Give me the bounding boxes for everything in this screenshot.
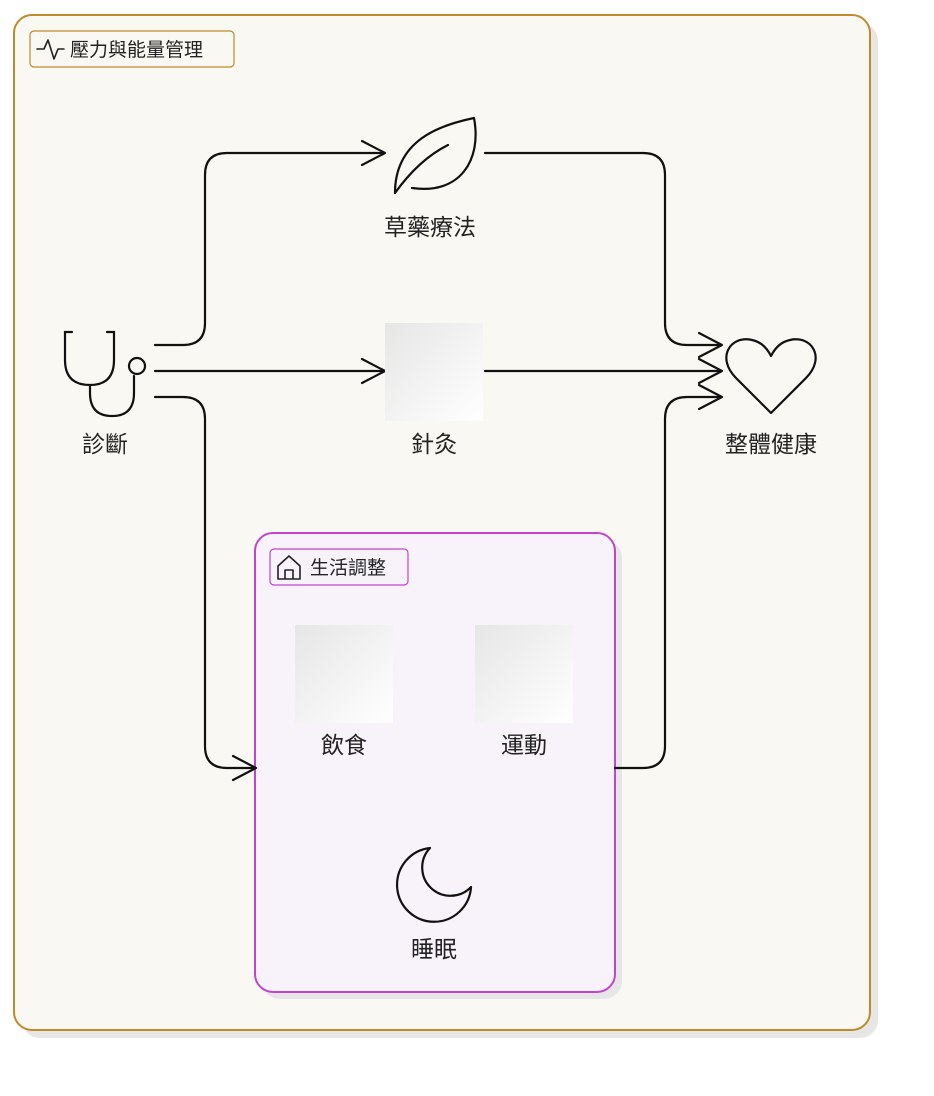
image-placeholder (385, 323, 483, 421)
edge-herbal-health (483, 151, 722, 347)
node-health-label: 整體健康 (725, 432, 817, 458)
node-exercise: 運動 (475, 625, 573, 759)
arrowhead (231, 754, 258, 782)
inner-group-title-badge: 生活調整 (269, 548, 409, 586)
node-diagnosis: 診斷 (63, 330, 147, 458)
inner-group-title: 生活調整 (310, 557, 386, 579)
node-sleep: 睡眠 (395, 846, 473, 963)
inner-group: 生活調整 (254, 532, 622, 999)
node-diet: 飲食 (295, 625, 393, 759)
leaf-icon (393, 116, 477, 195)
edge-diagnosis-lifestyle (153, 395, 257, 770)
node-diagnosis-label: 診斷 (82, 432, 128, 458)
arrowhead (697, 383, 724, 411)
home-icon (277, 555, 301, 580)
node-acupuncture: 針灸 (385, 323, 483, 458)
node-acupuncture-label: 針灸 (411, 432, 457, 458)
node-herbal-label: 草藥療法 (384, 215, 476, 241)
heart-icon (725, 338, 817, 415)
stethoscope-icon (63, 330, 147, 418)
edges (153, 139, 724, 782)
arrowhead (697, 357, 724, 385)
node-herbal: 草藥療法 (384, 116, 477, 241)
outer-group-title-badge: 壓力與能量管理 (29, 30, 235, 68)
node-diet-label: 飲食 (321, 733, 367, 759)
outer-group-title: 壓力與能量管理 (70, 39, 203, 61)
arrowhead (697, 331, 724, 359)
pulse-icon (36, 39, 65, 60)
edge-lifestyle-health (613, 395, 722, 770)
image-placeholder (475, 625, 573, 723)
node-health: 整體健康 (725, 338, 817, 458)
moon-icon (395, 846, 473, 923)
edge-diagnosis-herbal (153, 151, 385, 347)
arrowhead (360, 139, 387, 167)
node-sleep-label: 睡眠 (411, 937, 457, 963)
image-placeholder (295, 625, 393, 723)
node-exercise-label: 運動 (501, 733, 547, 759)
